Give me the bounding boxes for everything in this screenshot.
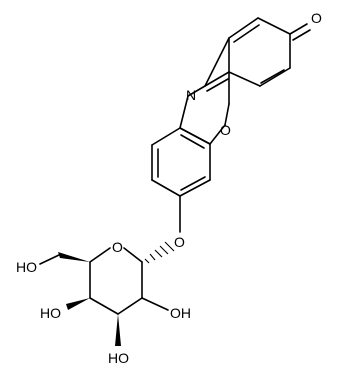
sugar-ring — [39, 241, 175, 346]
hydroxyl-c3-label: HO — [108, 350, 129, 366]
hash-bond — [154, 249, 163, 258]
hydroxyl-c4-label: HO — [40, 305, 61, 321]
bond-double-inner — [260, 69, 285, 84]
wedge-bond — [58, 252, 90, 262]
hash-bond — [149, 253, 156, 261]
hash-bond — [164, 241, 175, 252]
bond — [179, 95, 189, 129]
bond — [187, 85, 206, 97]
bond-double-inner — [180, 134, 205, 149]
ring-oxygen-label: O — [220, 122, 231, 138]
left-ring — [151, 127, 211, 233]
hash-bond — [159, 245, 169, 255]
hash-bond — [144, 258, 150, 264]
wedge-bond — [66, 298, 90, 310]
bond — [151, 127, 181, 146]
bond — [224, 103, 230, 126]
bond — [179, 127, 211, 145]
right-ring — [228, 17, 311, 87]
bond-double-inner — [233, 24, 260, 43]
bond — [257, 17, 291, 35]
ether-oxygen-label: O — [174, 234, 185, 250]
bond — [89, 297, 119, 315]
bond-double-inner — [180, 176, 206, 191]
bond — [141, 297, 169, 311]
nitrogen-label: N — [186, 87, 196, 103]
bond — [179, 179, 211, 197]
pyranose-oxygen-label: O — [112, 239, 123, 255]
bond-double-inner — [206, 78, 229, 92]
bond — [204, 71, 230, 87]
bond — [228, 71, 261, 87]
bond — [204, 37, 230, 87]
carbonyl-bond — [289, 23, 308, 35]
carbonyl-bond-double — [292, 29, 311, 41]
carbonyl-oxygen-label: O — [311, 10, 322, 26]
bond — [89, 247, 111, 263]
hydroxyl-c2-label: OH — [170, 305, 191, 321]
hydroxyl-c6-label: HO — [16, 259, 37, 275]
wedge-bond — [115, 314, 121, 346]
bond — [39, 254, 60, 265]
bond — [259, 67, 291, 87]
bond — [209, 124, 226, 145]
bond — [228, 17, 259, 39]
bond — [123, 247, 143, 263]
bond — [151, 179, 181, 197]
bond — [117, 297, 143, 315]
